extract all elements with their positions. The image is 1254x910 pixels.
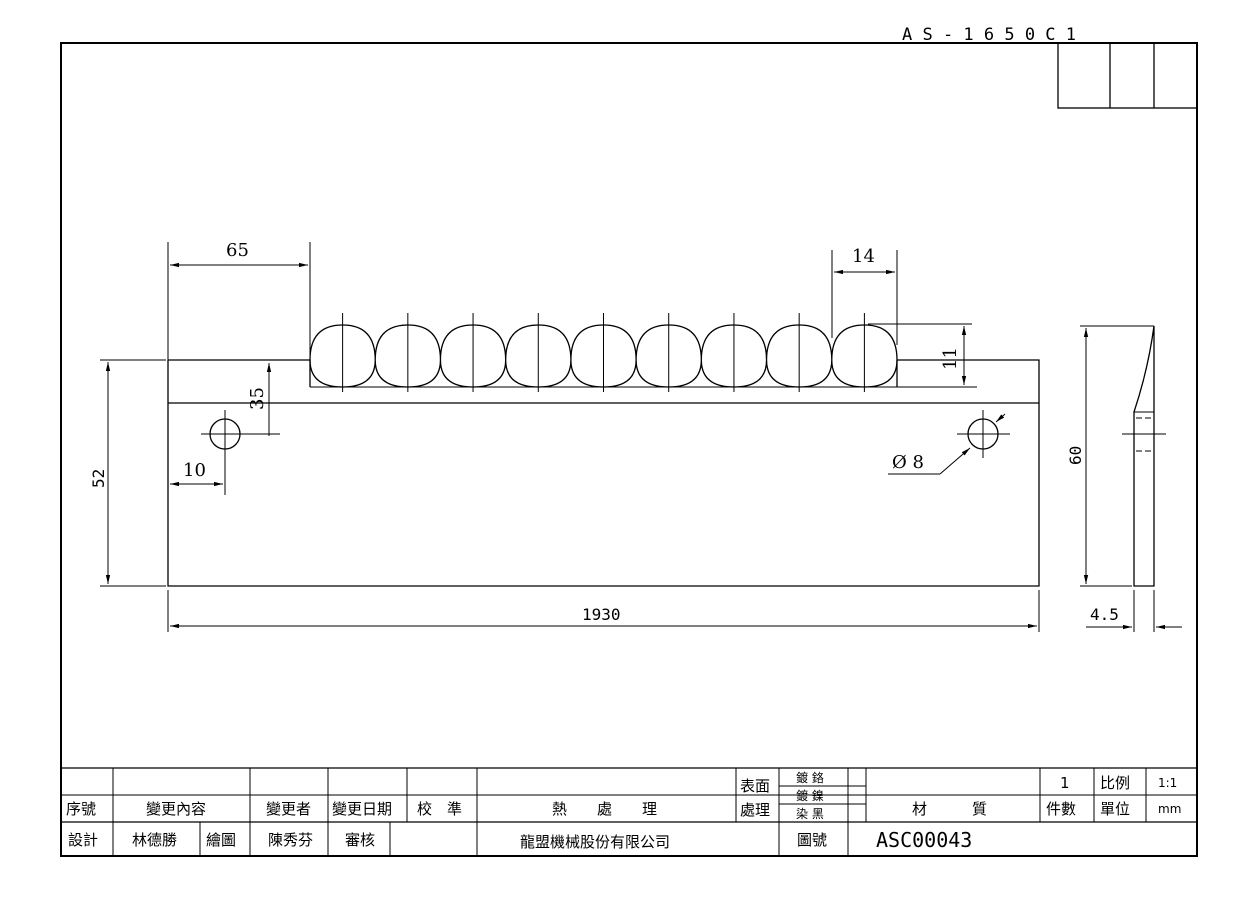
header-heat-treatment: 熱 處 理 <box>552 800 657 818</box>
company-name: 龍盟機械股份有限公司 <box>520 833 670 851</box>
revision-boxes <box>1057 42 1198 109</box>
dim-height: 52 <box>89 469 108 488</box>
header-surface-b: 處理 <box>740 801 770 819</box>
header-design: 設計 <box>68 831 98 849</box>
header-qty: 件數 <box>1046 800 1076 818</box>
header-change-date: 變更日期 <box>332 800 392 818</box>
dim-hole-diameter: Ø 8 <box>892 452 924 473</box>
plating-black: 染 黑 <box>796 806 824 821</box>
scale-value: 1:1 <box>1158 776 1177 790</box>
sheet-border <box>60 42 1198 857</box>
dim-pitch: 14 <box>852 246 875 267</box>
designer-name: 林德勝 <box>132 831 177 849</box>
dim-length: 1930 <box>582 605 621 624</box>
dimensions: 65 14 11 35 52 10 Ø 8 1930 <box>89 240 1040 632</box>
header-drawing-no: 圖號 <box>797 831 827 849</box>
mounting-hole-right <box>957 410 1010 458</box>
header-surface-a: 表面 <box>740 777 770 795</box>
drawing-number: ASC00043 <box>876 828 972 852</box>
side-view: 60 4.5 <box>1066 325 1182 632</box>
dim-top-offset: 65 <box>226 240 249 261</box>
title-block: 序號 變更內容 變更者 變更日期 校 準 熱 處 理 表面 處理 鍍 鉻 鍍 鎳… <box>61 767 1197 856</box>
plating-chrome: 鍍 鉻 <box>796 770 824 785</box>
header-seq: 序號 <box>66 800 96 818</box>
dim-hole-edge: 10 <box>183 460 206 481</box>
blade-outline <box>167 359 1040 587</box>
header-review: 審核 <box>345 831 375 849</box>
drawing-code: A S - 1 6 5 0 C 1 <box>902 25 1076 45</box>
unit-value: mm <box>1158 802 1181 816</box>
qty-value: 1 <box>1060 774 1070 792</box>
mounting-hole-left <box>201 410 250 495</box>
header-unit: 單位 <box>1100 800 1130 818</box>
header-changer: 變更者 <box>266 800 311 818</box>
dim-hole-depth: 35 <box>247 387 268 410</box>
header-change-content: 變更內容 <box>146 800 206 818</box>
plating-nickel: 鍍 鎳 <box>796 788 824 803</box>
dim-thickness: 4.5 <box>1090 605 1119 624</box>
header-drawn: 繪圖 <box>206 831 236 849</box>
dim-side-height: 60 <box>1066 446 1085 465</box>
header-calibrate: 校 準 <box>417 800 462 818</box>
dim-tooth-depth: 11 <box>940 347 961 370</box>
side-profile <box>1133 325 1155 587</box>
front-view <box>167 313 1040 587</box>
serrated-teeth <box>309 313 898 392</box>
header-material: 材 質 <box>912 800 987 818</box>
header-scale: 比例 <box>1100 774 1130 792</box>
drafter-name: 陳秀芬 <box>268 831 313 849</box>
